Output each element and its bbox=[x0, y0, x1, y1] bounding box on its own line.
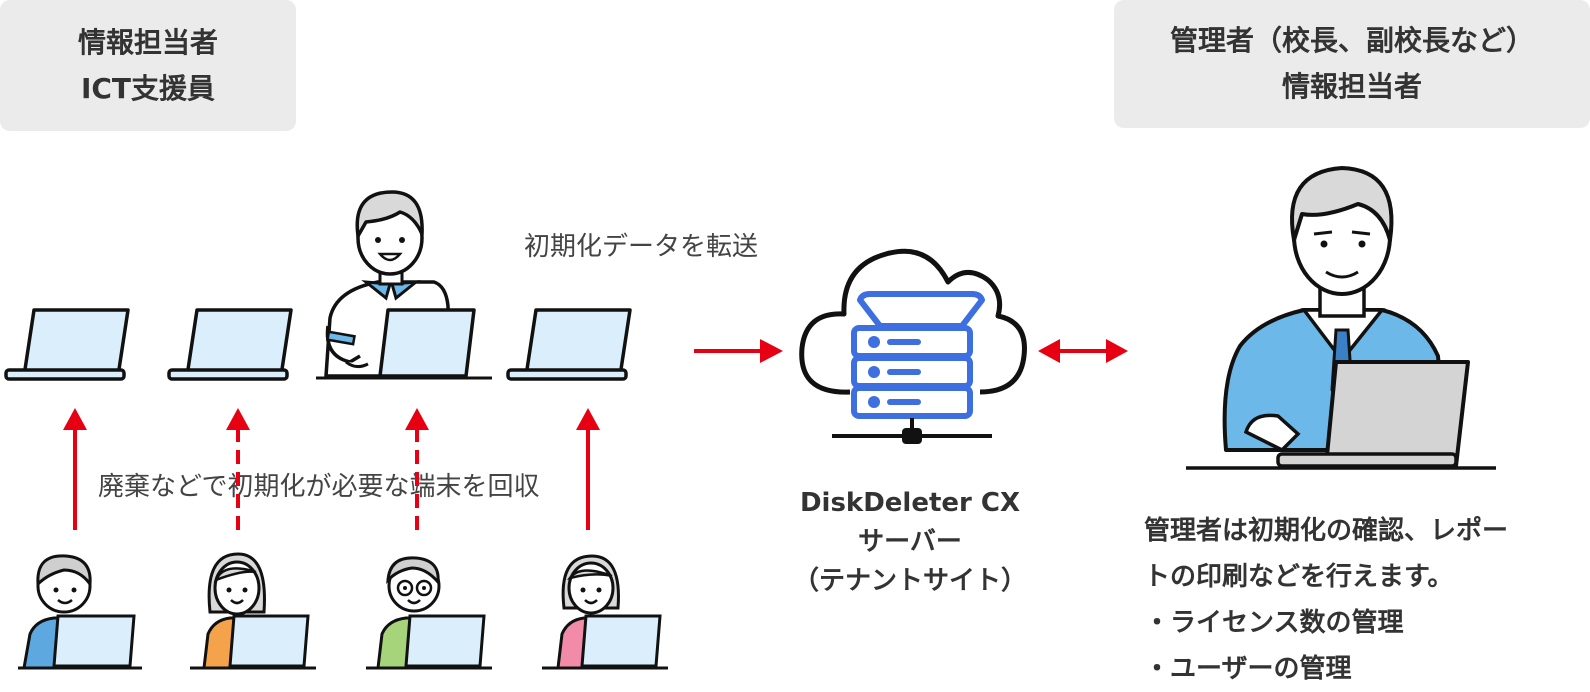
admin-note-line2: トの印刷などを行えます。 bbox=[1144, 562, 1454, 592]
transfer-arrow bbox=[694, 339, 783, 363]
collect-arrow-2 bbox=[226, 408, 250, 530]
collect-arrow-4 bbox=[576, 408, 600, 530]
server-name: DiskDeleter CX bbox=[799, 488, 1021, 518]
laptop-icon bbox=[4, 308, 130, 381]
staff-person-icon bbox=[316, 190, 492, 380]
cloud-server-icon bbox=[799, 248, 1027, 444]
student-person-icon bbox=[190, 552, 316, 670]
left-role-line1: 情報担当者 bbox=[77, 25, 218, 59]
admin-note-line1: 管理者は初期化の確認、レポー bbox=[1144, 516, 1509, 546]
admin-note-bullet-license: ・ライセンス数の管理 bbox=[1144, 608, 1404, 638]
left-role-line2: ICT支援員 bbox=[80, 71, 216, 105]
sync-arrow bbox=[1038, 339, 1128, 363]
laptop-icon bbox=[167, 308, 293, 381]
right-role-line2: 情報担当者 bbox=[1281, 70, 1422, 103]
server-type: サーバー bbox=[858, 527, 962, 557]
student-person-icon bbox=[18, 554, 142, 670]
admin-person-icon bbox=[1186, 166, 1496, 470]
server-caption: DiskDeleter CX サーバー （テナントサイト） bbox=[780, 484, 1040, 601]
laptop-icon bbox=[506, 308, 632, 381]
collect-arrow-1 bbox=[63, 408, 87, 530]
right-role-line1: 管理者（校長、副校長など） bbox=[1169, 24, 1534, 57]
collect-arrow-3 bbox=[405, 408, 429, 530]
right-role-box: 管理者（校長、副校長など） 情報担当者 bbox=[1114, 0, 1590, 128]
left-role-box: 情報担当者 ICT支援員 bbox=[0, 0, 296, 131]
student-person-icon bbox=[366, 556, 492, 670]
collect-label: 廃棄などで初期化が必要な端末を回収 bbox=[98, 472, 540, 502]
admin-notes: 管理者は初期化の確認、レポー トの印刷などを行えます。 ・ライセンス数の管理 ・… bbox=[1144, 508, 1508, 692]
admin-note-bullet-user: ・ユーザーの管理 bbox=[1144, 654, 1352, 684]
student-person-icon bbox=[542, 554, 668, 670]
transfer-label: 初期化データを転送 bbox=[524, 232, 759, 262]
server-site: （テナントサイト） bbox=[792, 566, 1027, 596]
